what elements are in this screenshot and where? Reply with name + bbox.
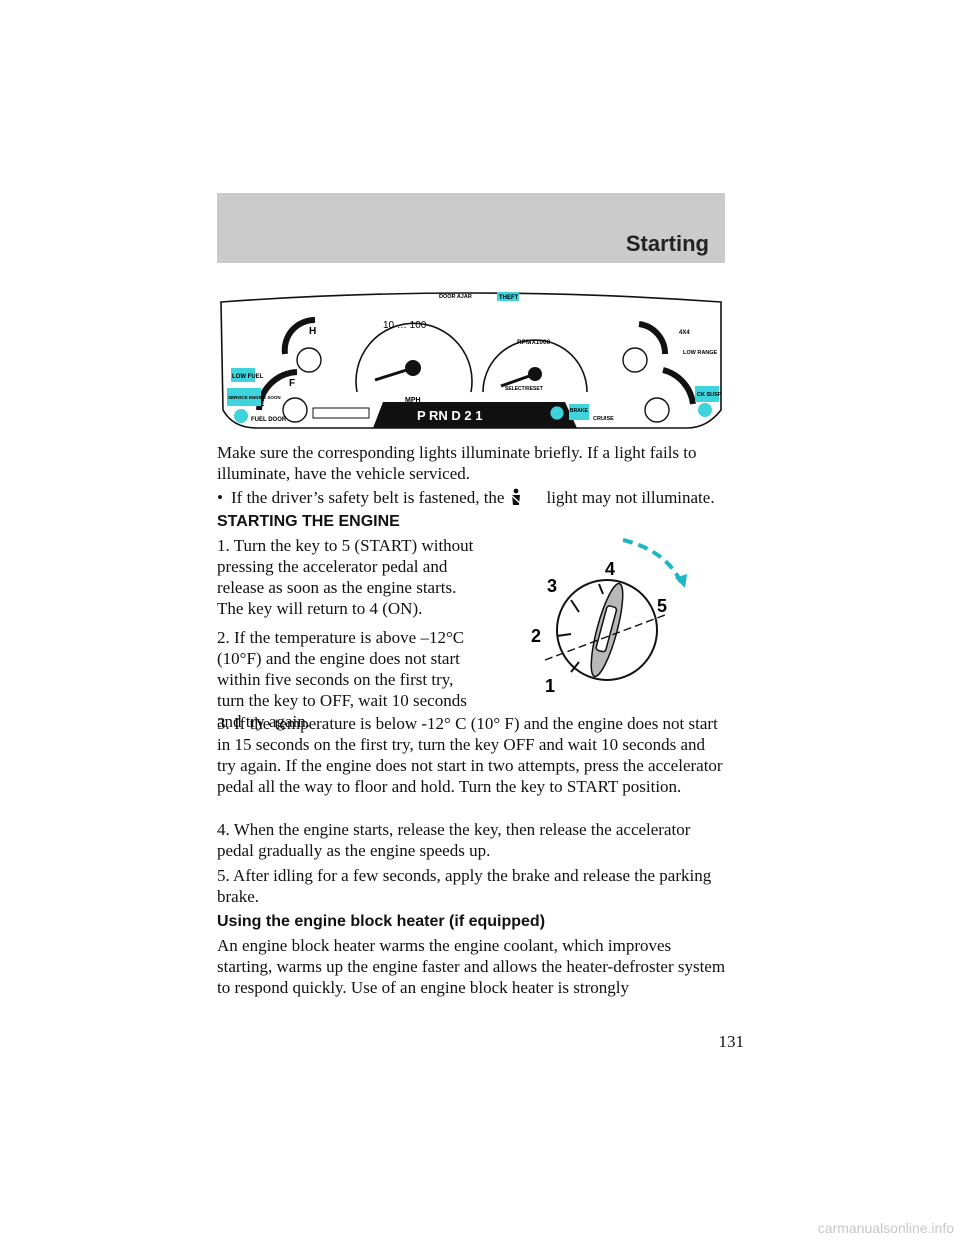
ignition-position-2: 2 [531,626,541,646]
heading-engine-block-heater: Using the engine block heater (if equipp… [217,913,546,930]
bullet-text-after: light may not illuminate. [546,488,715,507]
step-3: 3. If the temperature is below -12° C (1… [217,714,723,796]
step-5: 5. After idling for a few seconds, apply… [217,866,712,906]
ignition-position-1: 1 [545,676,555,696]
service-engine-soon-indicator: SERVICE ENGINE SOON [228,395,281,400]
speed-unit: MPH [405,397,421,404]
fuel-door-indicator: FUEL DOOR [251,417,287,423]
heater-paragraph: An engine block heater warms the engine … [217,936,726,997]
bullet-text-before: If the driver’s safety belt is fastened,… [231,488,505,507]
seatbelt-bullet: • If the driver’s safety belt is fastened… [217,487,715,508]
airbag-warning-icon [698,403,712,417]
fuel-full-label: F [289,378,295,389]
seatbelt-icon [511,488,522,505]
section-title: Starting [625,231,709,256]
step-4: 4. When the engine starts, release the k… [217,820,691,860]
step-2: 2. If the temperature is above –12°C (10… [217,628,467,731]
abs-indicator-icon [549,405,565,421]
step-1: 1. Turn the key to 5 (START) without pre… [217,536,474,618]
watermark: carmanualsonline.info [817,1220,954,1236]
gear-indicator: P RN D 2 1 [417,408,483,423]
speedometer-ticks: 10 … 100 [383,320,427,331]
ignition-position-3: 3 [547,576,557,596]
door-ajar-indicator: DOOR AJAR [439,294,472,300]
select-reset-label: SELECT/RESET [505,386,543,392]
four-x-four-indicator: 4X4 [679,330,690,336]
instrument-cluster-illustration: H F E LOW FUEL SERVICE ENGINE SOON FUEL … [220,292,722,429]
cruise-indicator: CRUISE [593,416,614,422]
ignition-switch-diagram: 1 2 3 4 5 [531,538,687,696]
ignition-position-4: 4 [605,559,615,579]
ignition-position-5: 5 [657,596,667,616]
heading-starting-the-engine: STARTING THE ENGINE [217,513,400,530]
seatbelt-warning-icon [234,409,248,423]
low-fuel-indicator: LOW FUEL [232,374,264,380]
ck-susp-indicator: CK SUSP [697,392,722,398]
tach-unit: RPMX1000 [517,339,551,346]
page-number: 131 [718,1032,745,1051]
theft-indicator: THEFT [499,295,519,301]
temp-high-label: H [309,326,316,337]
fuel-empty-label: E [259,399,265,408]
header-band: Starting [217,193,725,263]
intro-paragraph: Make sure the corresponding lights illum… [217,443,697,483]
bullet-dot: • [217,488,223,507]
brake-indicator: BRAKE [570,408,588,414]
low-range-indicator: LOW RANGE [683,350,718,356]
